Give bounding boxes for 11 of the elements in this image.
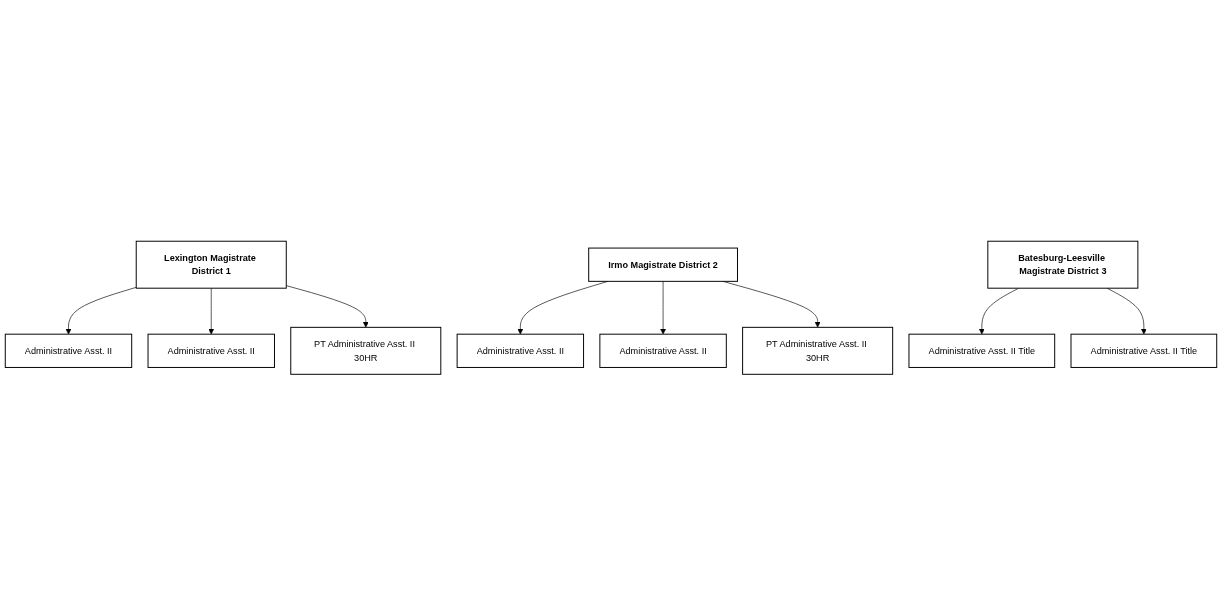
node-box: Administrative Asst. II	[599, 333, 727, 368]
node-box: Administrative Asst. II	[4, 333, 133, 368]
node-box: Irmo Magistrate District 2	[588, 247, 738, 282]
node-box: Administrative Asst. II Title	[1070, 333, 1218, 368]
node-box: Batesburg-Leesville Magistrate District 3	[987, 240, 1139, 289]
node-box: PT Administrative Asst. II 30HR	[742, 326, 894, 375]
node-box: PT Administrative Asst. II 30HR	[290, 326, 442, 375]
node-box: Administrative Asst. II Title	[908, 333, 1056, 368]
node-box: Administrative Asst. II	[147, 333, 275, 368]
node-box: Lexington Magistrate District 1	[135, 240, 287, 289]
node-box: Administrative Asst. II	[456, 333, 585, 368]
